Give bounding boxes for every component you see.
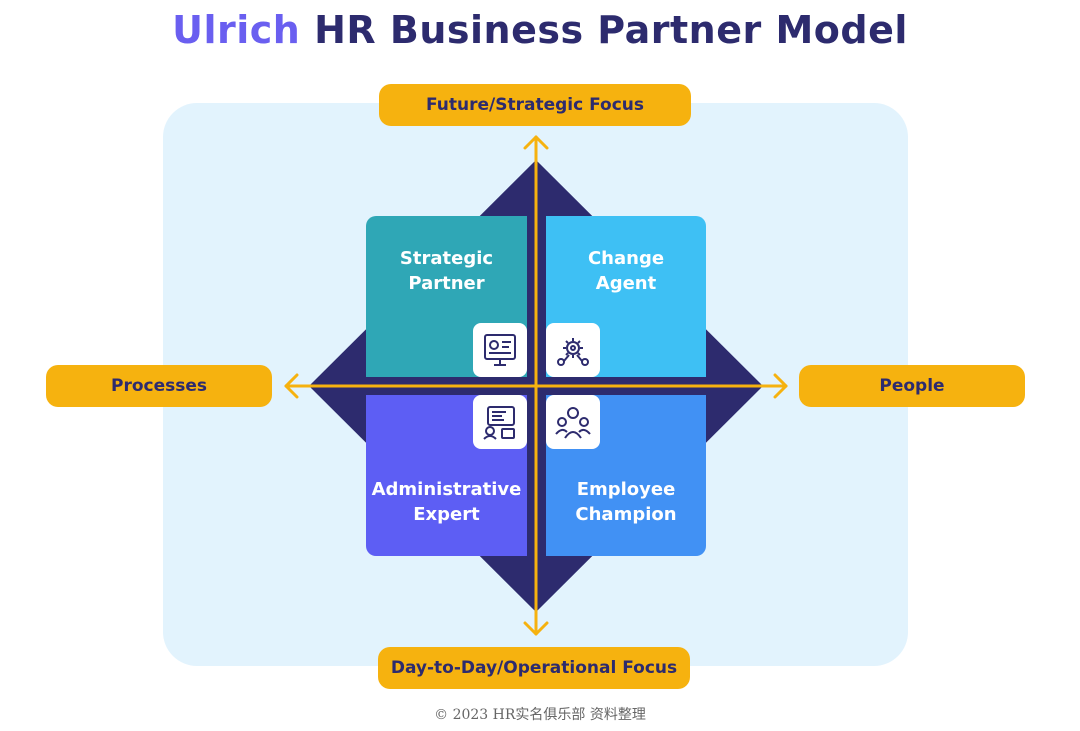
employee-champion-line2: Champion [575,504,677,525]
strategic-partner-line1: Strategic [399,248,494,269]
title-accent: Ulrich [172,8,301,52]
employee-champion-line1: Employee [576,479,676,500]
page-title: Ulrich HR Business Partner Model [0,8,1080,52]
title-main: HR Business Partner Model [314,8,908,52]
admin-computer-icon [473,395,527,449]
change-agent-line1: Change [587,248,665,269]
axis-label-day-to-day-operational: Day-to-Day/Operational Focus [378,647,690,689]
employee-group-icon [546,395,600,449]
gear-network-icon [546,323,600,377]
copyright-footer: © 2023 HR实名俱乐部 资料整理 [434,707,646,723]
strategic-partner-line2: Partner [408,273,485,294]
change-agent-line2: Agent [595,273,657,294]
axis-label-future-strategic: Future/Strategic Focus [379,84,691,126]
axis-label-people: People [799,365,1025,407]
strategy-board-icon [473,323,527,377]
administrative-expert-line2: Expert [413,504,480,525]
administrative-expert-line1: Administrative [371,479,522,500]
axis-label-processes: Processes [46,365,272,407]
